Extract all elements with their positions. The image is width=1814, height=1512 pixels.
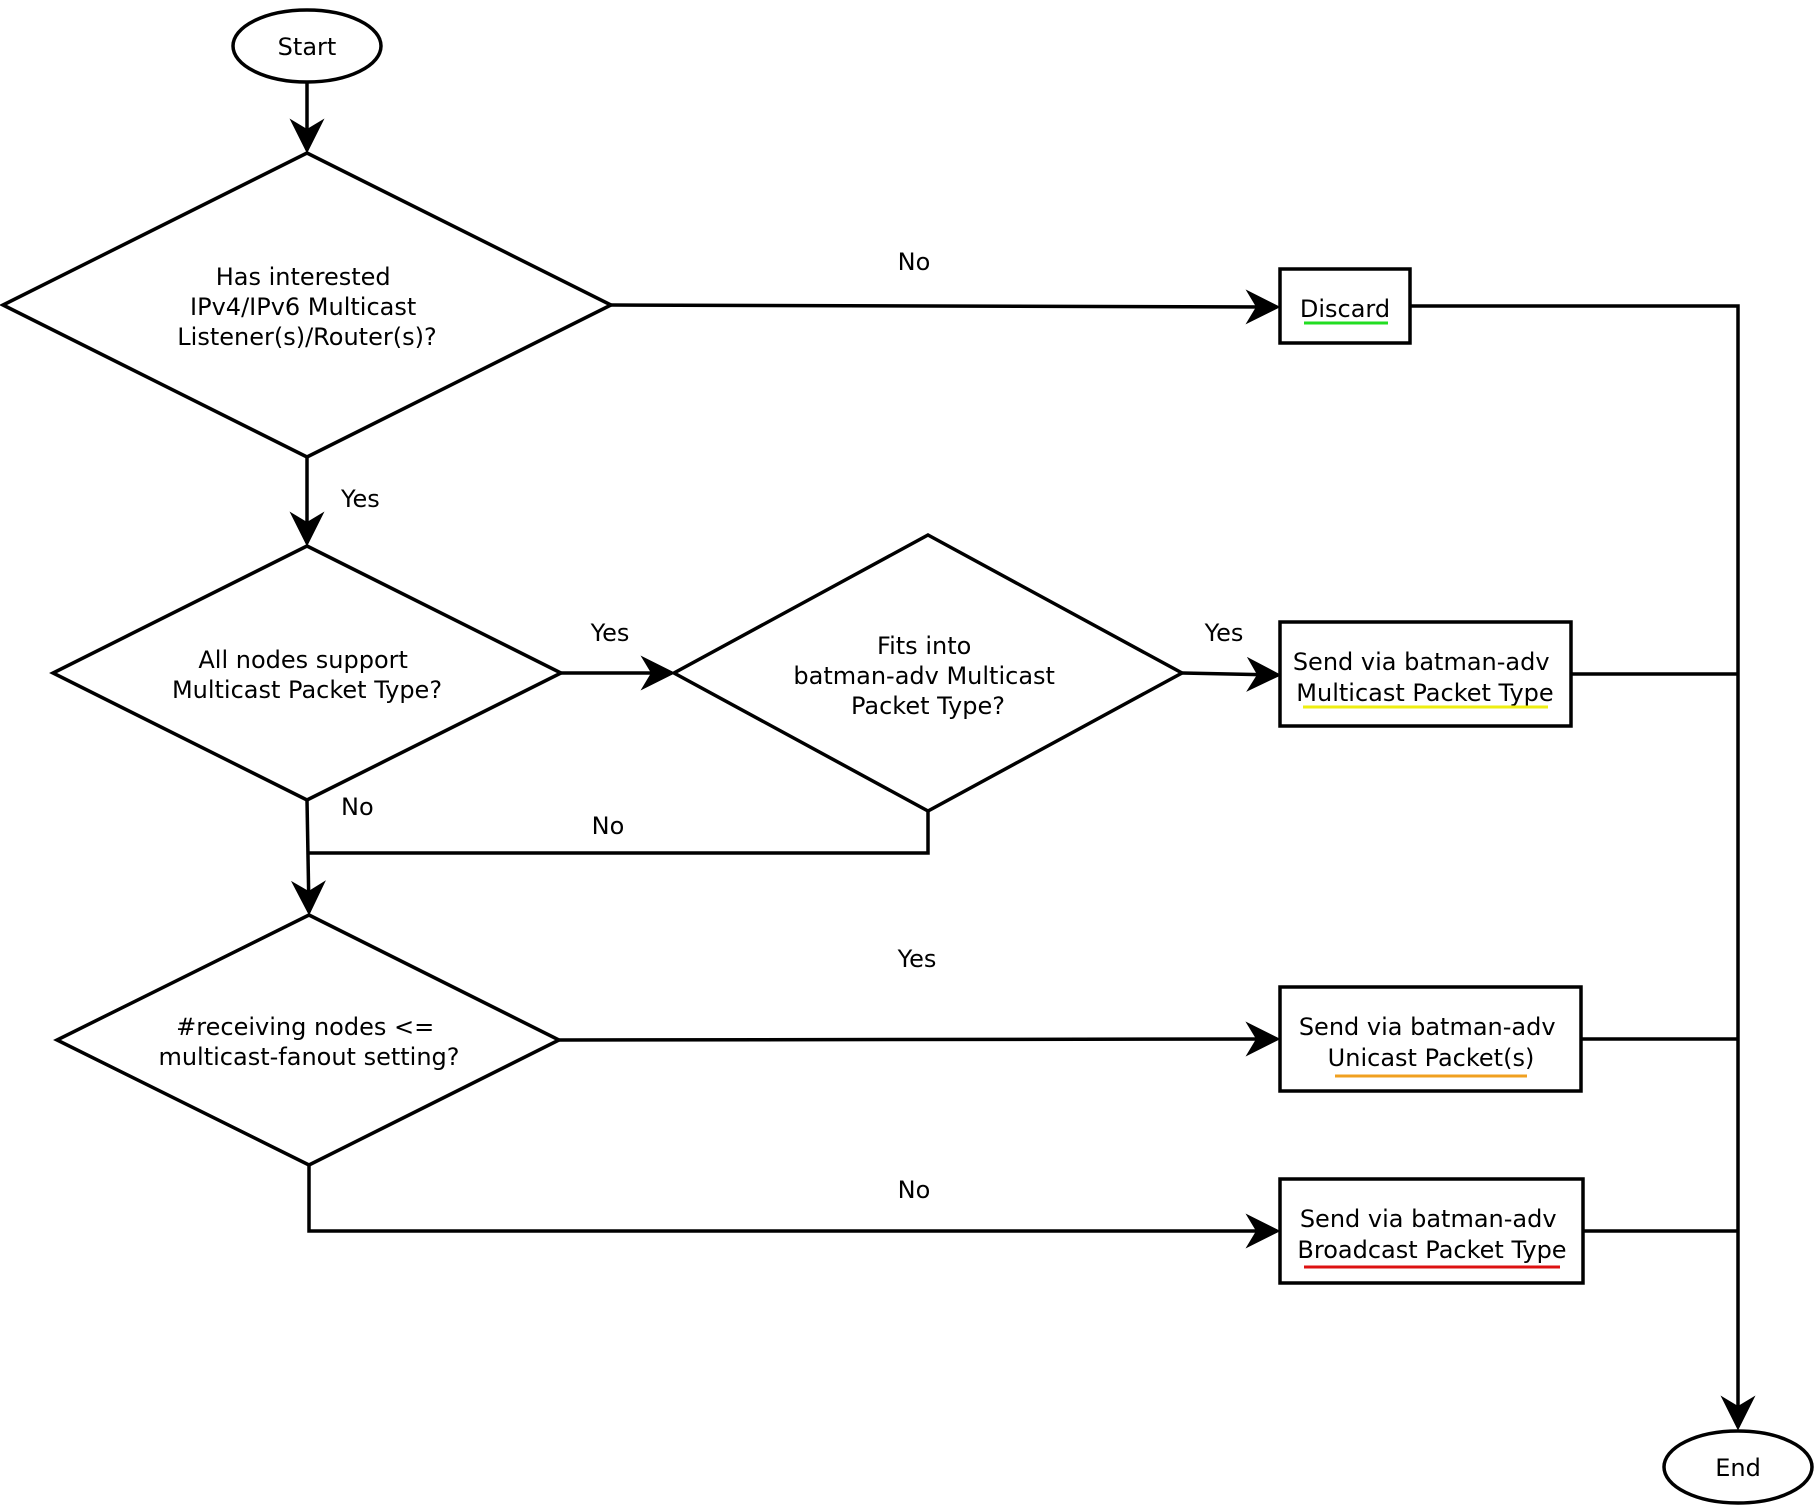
end-terminal: End xyxy=(1662,1429,1814,1505)
edge-label-fits-into-yes: Yes xyxy=(1204,619,1244,647)
decision-has-listeners-shape xyxy=(0,151,615,459)
edge-has-listeners-no-to-discard xyxy=(610,289,1281,325)
edge-label-has-listeners-no: No xyxy=(898,248,931,276)
decision-fits-into-line: batman-adv Multicast xyxy=(793,662,1055,690)
start-label: Start xyxy=(278,33,337,61)
decision-receiving-nodes: #receiving nodes <= multicast-fanout set… xyxy=(53,913,563,1167)
edge-fits-into-no-merge xyxy=(309,811,930,855)
edge-receiving-no-to-send-broadcast xyxy=(307,1165,1281,1249)
start-terminal: Start xyxy=(231,8,383,84)
edge-label-has-listeners-yes: Yes xyxy=(340,485,380,513)
decision-has-listeners: Has interested IPv4/IPv6 Multicast Liste… xyxy=(0,151,615,459)
edge-fits-into-yes-to-send-multicast xyxy=(1181,656,1282,692)
process-discard: Discard xyxy=(1278,267,1412,345)
process-send-broadcast-line: Broadcast Packet Type xyxy=(1297,1236,1566,1264)
decision-receiving-nodes-line: #receiving nodes <= xyxy=(176,1013,434,1041)
process-send-broadcast-text: Send via batman-adv Broadcast Packet Typ… xyxy=(1297,1205,1566,1264)
edge-label-fits-into-no: No xyxy=(592,812,625,840)
decision-receiving-nodes-shape xyxy=(53,913,563,1167)
process-send-unicast-line: Unicast Packet(s) xyxy=(1328,1044,1535,1072)
edge-labels: No Yes Yes No Yes No Yes No xyxy=(340,248,1243,1204)
decision-has-listeners-line: Has interested xyxy=(216,263,391,291)
edge-label-all-support-no: No xyxy=(341,793,374,821)
decision-all-support-line: Multicast Packet Type? xyxy=(172,676,442,704)
process-send-multicast-text: Send via batman-adv Multicast Packet Typ… xyxy=(1293,648,1557,707)
edge-receiving-yes-to-send-unicast xyxy=(558,1021,1281,1057)
decision-all-support: All nodes support Multicast Packet Type? xyxy=(49,544,565,802)
decision-fits-into-text: Fits into batman-adv Multicast Packet Ty… xyxy=(793,632,1062,720)
process-send-unicast-box xyxy=(1278,985,1583,1093)
process-send-multicast-line: Multicast Packet Type xyxy=(1296,679,1553,707)
start-oval xyxy=(231,8,383,84)
end-oval xyxy=(1662,1429,1814,1505)
edge-label-receiving-no: No xyxy=(898,1176,931,1204)
edge-label-all-support-yes: Yes xyxy=(590,619,630,647)
process-send-multicast-line: Send via batman-adv xyxy=(1293,648,1550,676)
process-send-unicast-line: Send via batman-adv xyxy=(1299,1013,1556,1041)
decision-has-listeners-text: Has interested IPv4/IPv6 Multicast Liste… xyxy=(177,263,436,351)
process-send-broadcast: Send via batman-adv Broadcast Packet Typ… xyxy=(1278,1177,1585,1285)
decision-fits-into: Fits into batman-adv Multicast Packet Ty… xyxy=(670,533,1186,813)
process-send-multicast-box xyxy=(1278,620,1573,728)
decision-fits-into-line: Fits into xyxy=(877,632,971,660)
decision-all-support-line: All nodes support xyxy=(198,646,408,674)
process-send-unicast-text: Send via batman-adv Unicast Packet(s) xyxy=(1299,1013,1563,1072)
process-discard-box xyxy=(1278,267,1412,345)
edge-label-receiving-yes: Yes xyxy=(897,945,937,973)
process-send-broadcast-line: Send via batman-adv xyxy=(1300,1205,1557,1233)
decision-all-support-shape xyxy=(49,544,565,802)
process-discard-line: Discard xyxy=(1300,295,1390,323)
decision-fits-into-shape xyxy=(670,533,1186,813)
process-send-unicast: Send via batman-adv Unicast Packet(s) xyxy=(1278,985,1583,1093)
end-label: End xyxy=(1715,1454,1761,1482)
edge-discard-to-end xyxy=(1410,304,1756,1431)
decision-all-support-text: All nodes support Multicast Packet Type? xyxy=(172,646,442,704)
process-send-multicast: Send via batman-adv Multicast Packet Typ… xyxy=(1278,620,1573,728)
process-discard-text: Discard xyxy=(1300,295,1390,323)
decision-has-listeners-line: IPv4/IPv6 Multicast xyxy=(190,293,416,321)
edges xyxy=(289,82,1756,1431)
edge-all-support-no-to-receiving xyxy=(290,799,326,916)
decision-receiving-nodes-text: #receiving nodes <= multicast-fanout set… xyxy=(158,1013,459,1071)
decision-fits-into-line: Packet Type? xyxy=(851,692,1005,720)
decision-has-listeners-line: Listener(s)/Router(s)? xyxy=(177,323,436,351)
decision-receiving-nodes-line: multicast-fanout setting? xyxy=(158,1043,459,1071)
